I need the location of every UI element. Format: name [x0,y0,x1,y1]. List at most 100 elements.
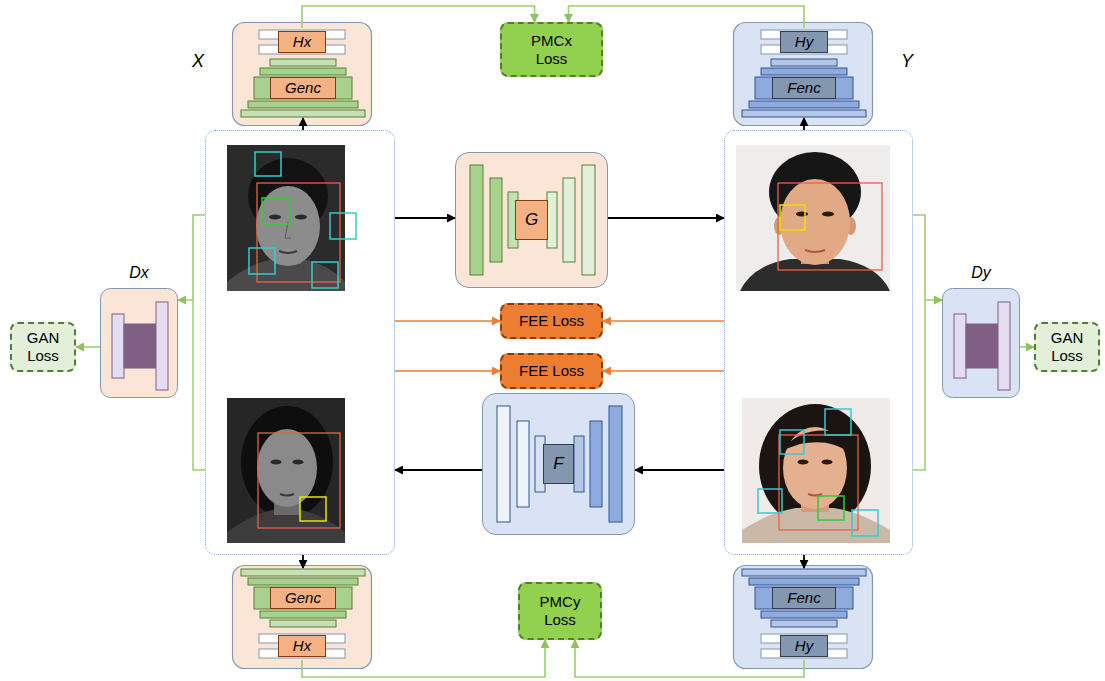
photo-ground [742,398,890,543]
layer-bar [749,578,859,585]
layer-bar [761,68,847,75]
encoder-panel [233,566,372,669]
loss-box: GAN Loss [10,322,76,372]
eye [269,215,281,220]
domain-region: Y [724,130,913,555]
mouth [805,250,825,252]
patch-box [825,409,851,435]
layer-bar [260,68,346,75]
head-label: Hy [780,635,828,657]
loss-box: FEE Loss [500,353,603,389]
loss-box: FEE Loss [500,303,603,339]
head-block: Hy [760,28,848,56]
layer-bar [470,165,483,275]
block-drawing [100,262,178,398]
layer-bar [547,192,557,248]
loss-label: PMCx Loss [522,32,582,68]
connector-arrow [635,469,724,471]
loss-label: FEE Loss [519,362,584,380]
connector-arrow [302,555,304,568]
connector-arrow [608,217,724,219]
layer-bar [755,77,853,99]
mouth [279,251,297,253]
head-block: Hy [760,632,848,660]
face-box [257,183,340,282]
face [780,179,850,265]
layer-bar [609,406,622,522]
loss-label: FEE Loss [519,312,584,330]
encoder-label: Fenc [772,587,835,609]
layer-bar [742,569,866,576]
connector-arrow [395,217,455,219]
connector-arrow [395,469,482,471]
layer-bar [112,314,124,378]
layer-bar [563,178,575,262]
patch-box [780,430,804,454]
layer-bar [248,578,358,585]
layer-bar [742,110,866,117]
fringe [783,430,848,452]
hair [241,406,333,518]
loss-label: PMCy Loss [531,593,589,629]
connector-arrow [803,118,805,130]
encoder-label: Genc [270,77,336,99]
layer-bar [260,611,346,618]
layer-bar [254,587,352,609]
loss-label: GAN Loss [17,329,69,365]
layer-bar [582,165,595,275]
matched-patch-box [780,205,805,230]
connector-arrow [603,320,724,322]
head-label: Hx [278,31,326,53]
face [257,429,317,507]
patch-box [255,152,281,176]
layer-bar [998,302,1010,390]
generator-label: G [515,200,548,240]
loss-label: GAN Loss [1041,329,1093,365]
layer-bar [101,289,178,398]
eye [295,215,307,220]
encoder-label: Fenc [772,77,835,99]
photo-ground [227,145,345,291]
head-label: Hy [780,31,828,53]
encoder-panel [734,566,873,669]
patch-box [330,213,356,239]
patch-box [249,248,275,274]
layer-bar [248,101,358,108]
domain-label: Y [901,51,913,71]
patch-box [312,262,338,288]
generator-box: G [455,152,608,288]
connector-arrow [1020,346,1034,348]
connector-arrow [395,320,500,322]
face-box [778,183,882,270]
encoder-block: Genc [240,568,366,628]
encoder-panel [734,23,873,126]
encoder-panel [233,23,372,126]
loss-box: PMCy Loss [518,582,602,640]
discriminator-label: Dx [129,262,149,284]
layer-bar [124,324,156,368]
layer-bar [590,421,602,507]
layer-bar [771,620,837,627]
discriminator-box: Dx [100,262,178,398]
layer-bar [156,302,168,390]
encoder-block: Genc [240,58,366,118]
layer-bar [954,314,966,378]
eye [822,212,834,217]
layer-bar [574,436,584,492]
matched-patch-box [300,497,326,521]
vis-face-photo [736,145,890,291]
vis-face-photo [742,398,890,543]
layer-bar [761,611,847,618]
head-block: Hx [258,632,346,660]
photo-ground [736,145,890,291]
generator-label: F [543,444,573,484]
domain-region: X [205,130,395,555]
layer-bar [241,110,365,117]
anchor-patch-box [818,496,844,520]
anchor-patch-box [262,198,290,224]
merge-wire [913,300,925,470]
layer-bar [771,59,837,66]
eye [798,460,809,465]
nir-face-photo [227,398,345,543]
